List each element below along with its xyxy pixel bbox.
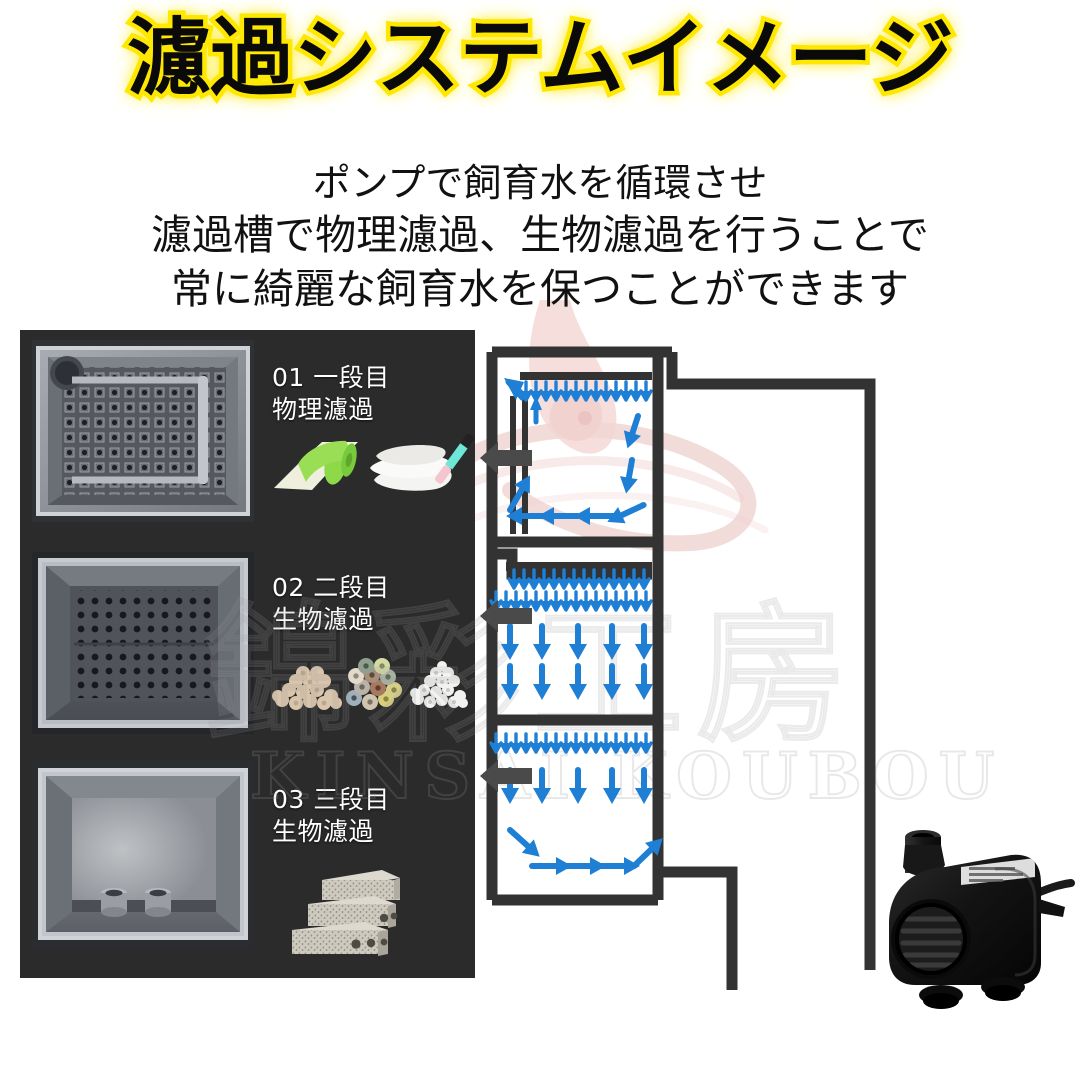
stage-photo-panel: 01 一段目 物理濾過 [20,330,475,978]
transfer-arrow-2-icon [480,600,532,632]
transfer-arrow-1-icon [480,442,532,474]
stage-label-01: 01 一段目 物理濾過 [272,363,390,424]
stage-row-02: 02 二段目 生物濾過 [20,552,475,752]
stage-label-03: 03 三段目 生物濾過 [272,785,390,846]
tray-photo-01 [32,340,254,522]
stage-row-01: 01 一段目 物理濾過 [20,336,475,536]
media-art-01 [274,434,475,491]
subtitle-line-1: ポンプで飼育水を循環させ [312,161,768,205]
page-title: 濾過システムイメージ [123,9,959,107]
stage-row-03: 03 三段目 生物濾過 [20,760,475,970]
transfer-arrow-3-icon [480,760,532,792]
subtitle-block: ポンプで飼育水を循環させ 濾過槽で物理濾過、生物濾過を行うことで 常に綺麗な飼育… [0,158,1080,316]
subtitle-line-2: 濾過槽で物理濾過、生物濾過を行うことで [151,211,929,260]
pump-illustration [889,830,1075,1009]
tray-photo-02 [32,552,254,734]
chamber-3-internals [488,732,670,875]
chamber-2-internals [488,548,654,700]
media-art-03 [292,870,400,956]
media-art-02 [272,658,468,710]
stage-label-02: 02 二段目 生物濾過 [272,573,390,634]
tray-photo-03 [32,760,254,950]
tank-frame [486,346,876,990]
subtitle-line-3: 常に綺麗な飼育水を保つことができます [171,265,909,314]
title-container: 濾過システムイメージ [0,9,1080,107]
